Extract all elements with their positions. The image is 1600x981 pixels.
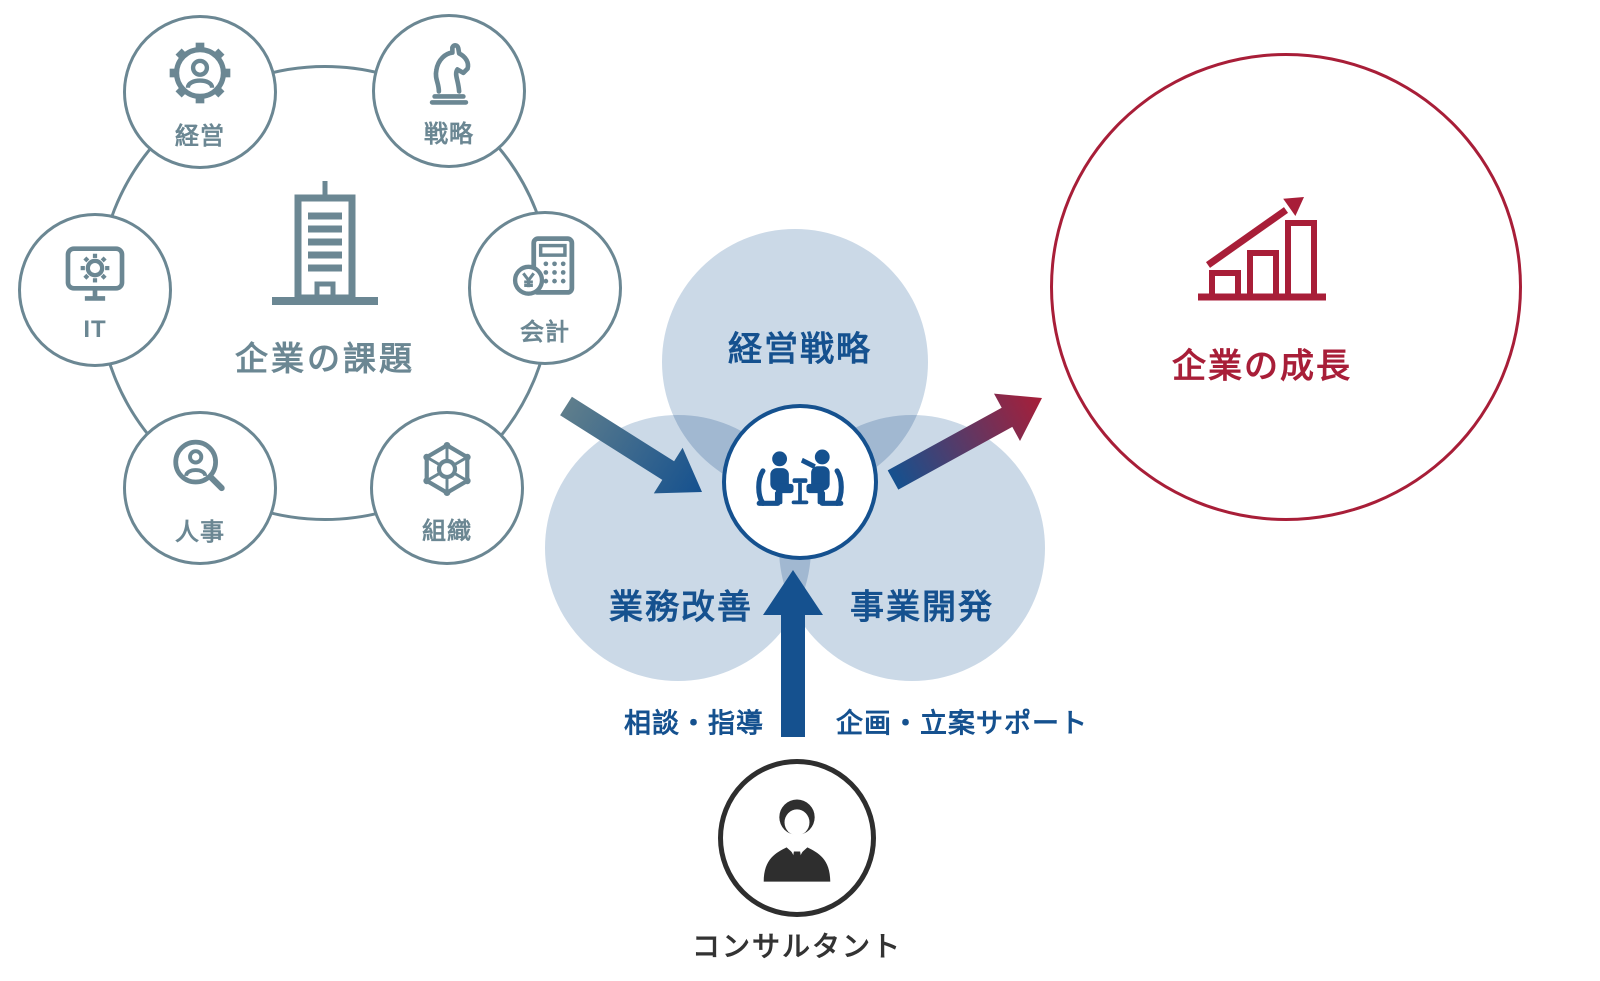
person-magnifier-icon <box>173 439 225 491</box>
bubble-strategy: 戦略 <box>372 14 526 168</box>
bubble-label: 人事 <box>175 518 225 546</box>
chess-knight-icon <box>429 42 471 105</box>
growth-chart-icon <box>1198 197 1326 301</box>
monitor-gear-icon <box>65 246 125 301</box>
bubble-label: 経営 <box>175 122 225 150</box>
consultant-label: コンサルタント <box>691 931 903 962</box>
growth-circle <box>1050 53 1522 521</box>
venn-label-improvement: 業務改善 <box>609 588 753 627</box>
gear-person-icon <box>169 42 231 103</box>
bubble-label: 会計 <box>520 318 570 346</box>
consultant-circle <box>718 759 876 917</box>
bubble-label: 組織 <box>422 517 472 545</box>
consultant-icon <box>763 799 831 882</box>
building-icon <box>272 181 378 305</box>
bubble-it: IT <box>18 213 172 367</box>
calculator-yen-icon <box>512 235 575 296</box>
bubble-label: IT <box>83 316 107 343</box>
venn-label-strategy: 経営戦略 <box>728 330 872 369</box>
bubble-management: 経営 <box>123 15 277 169</box>
growth-title: 企業の成長 <box>1172 347 1352 386</box>
bubble-accounting: 会計 <box>468 211 622 365</box>
support-left-label: 相談・指導 <box>624 708 764 739</box>
meeting-icon <box>756 449 844 506</box>
bubble-organization: 組織 <box>370 411 524 565</box>
support-right-label: 企画・立案サポート <box>836 708 1088 739</box>
network-icon <box>423 441 471 496</box>
venn-label-development: 事業開発 <box>850 588 994 627</box>
bubble-hr: 人事 <box>123 411 277 565</box>
challenge-title: 企業の課題 <box>235 340 415 377</box>
consulting-hub-circle <box>722 404 878 560</box>
bubble-label: 戦略 <box>424 120 474 148</box>
